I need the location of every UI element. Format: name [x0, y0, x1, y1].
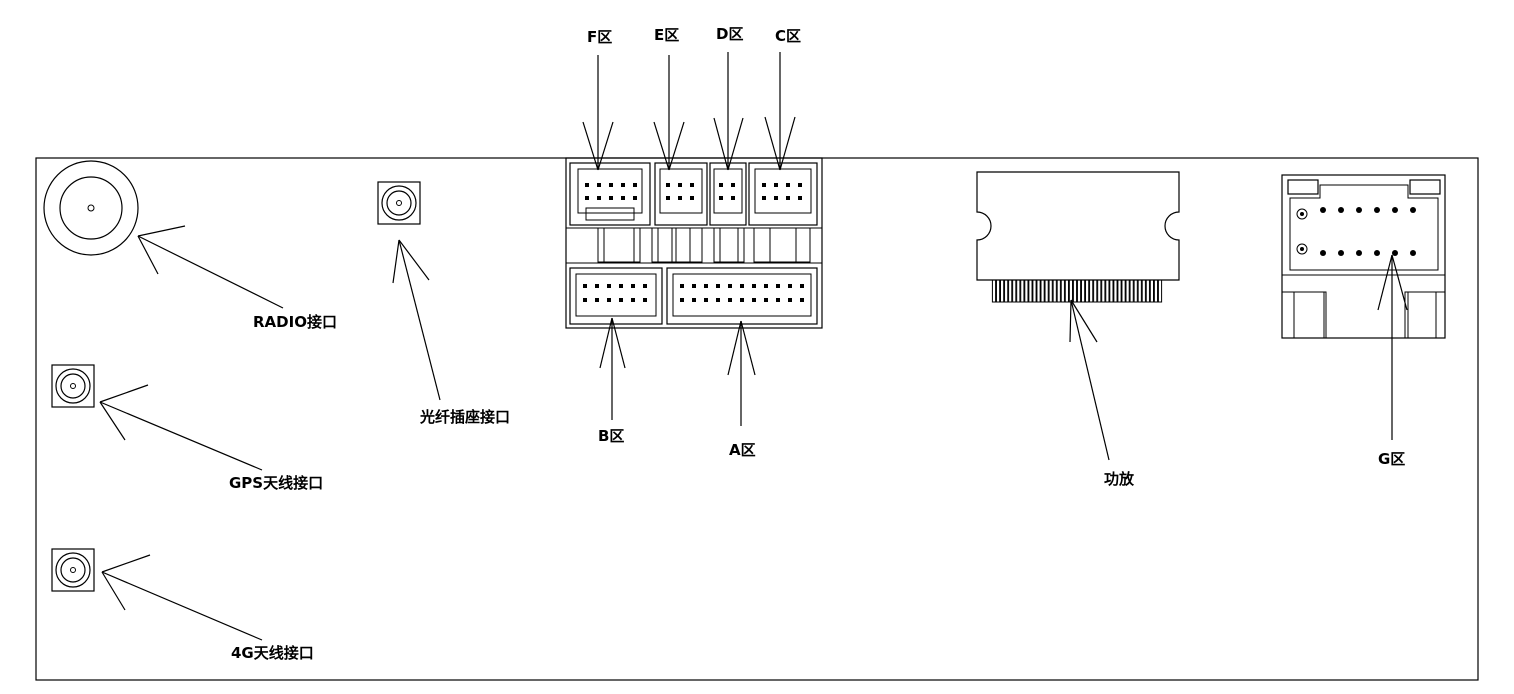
amp-pin — [1064, 279, 1069, 303]
amp-pin — [1125, 279, 1130, 303]
zone-c-label: C区 — [775, 27, 801, 45]
amp-pin — [1008, 279, 1013, 303]
amp-pin — [1036, 279, 1041, 303]
amp-pin — [1137, 279, 1142, 303]
radio-label: RADIO接口 — [253, 313, 337, 331]
4g-arrow — [101, 554, 263, 641]
amp-pin — [1028, 279, 1033, 303]
zone-g-label: G区 — [1378, 450, 1405, 468]
amp-pin — [1129, 279, 1134, 303]
amplifier-pins — [991, 279, 1163, 303]
gps-connector — [51, 364, 95, 408]
amp-pin — [1044, 279, 1049, 303]
4g-connector — [51, 548, 95, 592]
4g-label: 4G天线接口 — [231, 644, 314, 662]
amp-pin — [1004, 279, 1009, 303]
amp-pin — [1157, 279, 1163, 303]
zone-a-arrow — [727, 320, 756, 426]
amp-label: 功放 — [1104, 470, 1135, 488]
zone-b-label: B区 — [598, 427, 624, 445]
amp-pin — [991, 279, 997, 303]
amp-pin — [1113, 279, 1118, 303]
fiber-arrow — [392, 239, 441, 401]
amp-pin — [1121, 279, 1126, 303]
amp-pin — [1020, 279, 1025, 303]
zone-d-housing — [709, 162, 747, 226]
latch-row — [597, 227, 811, 263]
zone-d-arrow — [713, 52, 744, 171]
amp-pin — [1109, 279, 1114, 303]
amplifier-chip — [976, 171, 1180, 303]
amp-pin — [1024, 279, 1029, 303]
amp-pin — [1016, 279, 1021, 303]
amp-pin — [1072, 279, 1078, 303]
connector-pins — [583, 183, 804, 302]
connector-block — [565, 157, 823, 329]
zone-a-housing — [666, 267, 818, 325]
amp-pin — [1145, 279, 1150, 303]
amp-pin — [1089, 279, 1094, 303]
amp-pin — [1032, 279, 1037, 303]
radio-connector — [43, 160, 139, 256]
fiber-label: 光纤插座接口 — [419, 408, 510, 426]
amp-pin — [1117, 279, 1122, 303]
amp-pin — [1105, 279, 1110, 303]
zone-b-arrow — [599, 317, 626, 420]
amp-pin — [1141, 279, 1146, 303]
zone-b-housing — [569, 267, 663, 325]
zone-f-label: F区 — [587, 28, 612, 46]
zone-e-arrow — [653, 55, 685, 171]
amp-pin — [1133, 279, 1138, 303]
zone-c-arrow — [764, 52, 796, 171]
amp-pin — [1076, 279, 1082, 303]
amp-pin — [1040, 279, 1045, 303]
amp-pin — [1068, 279, 1074, 303]
amp-arrow — [1069, 299, 1110, 461]
amp-pin — [1153, 279, 1159, 303]
gps-label: GPS天线接口 — [229, 474, 323, 492]
amp-pin — [1048, 279, 1053, 303]
board-outline — [35, 157, 1479, 681]
zone-e-housing — [654, 162, 708, 226]
zone-d-label: D区 — [716, 25, 743, 43]
amp-pin — [1085, 279, 1090, 303]
zone-e-label: E区 — [654, 26, 679, 44]
zone-c-housing — [748, 162, 818, 226]
zone-a-label: A区 — [729, 441, 756, 459]
amp-pin — [1012, 279, 1017, 303]
amp-pin — [1097, 279, 1102, 303]
fiber-connector — [377, 181, 421, 225]
zone-f-arrow — [582, 55, 614, 171]
amp-pin — [1149, 279, 1155, 303]
amp-pin — [1101, 279, 1106, 303]
amp-pin — [1000, 279, 1005, 303]
zone-g-arrow — [1377, 254, 1408, 440]
amp-pin — [1060, 279, 1065, 303]
gps-arrow — [99, 384, 263, 471]
amp-pin — [1080, 279, 1086, 303]
amp-pin — [1093, 279, 1098, 303]
zone-f-housing — [569, 162, 651, 226]
radio-arrow — [137, 225, 284, 309]
amp-pin — [995, 279, 1001, 303]
amp-pin — [1056, 279, 1061, 303]
amp-pin — [1052, 279, 1057, 303]
zone-g-connector — [1281, 174, 1446, 339]
